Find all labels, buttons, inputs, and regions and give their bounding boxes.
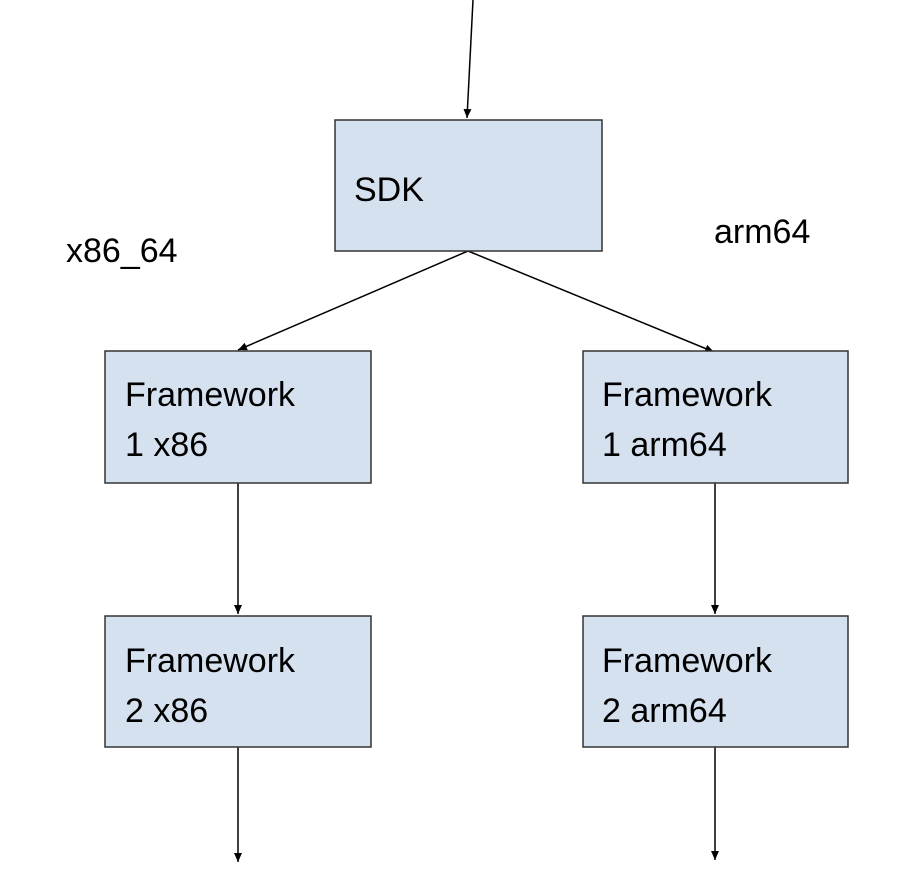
edge-sdk-to-framework-1-arm64	[467, 250, 715, 353]
framework-1-arm64-line2: 1 arm64	[602, 426, 727, 464]
edge-input-to-sdk	[463, 0, 474, 119]
framework-2-arm64-line2: 2 arm64	[602, 692, 727, 730]
framework-2-x86-line1: Framework	[125, 642, 296, 680]
framework-2-arm64-line1: Framework	[602, 642, 773, 680]
framework-2-x86-line2: 2 x86	[125, 692, 208, 730]
framework-1-x86-node: Framework 1 x86	[104, 350, 372, 484]
framework-1-x86-box	[104, 350, 372, 484]
framework-1-x86-line1: Framework	[125, 376, 296, 414]
framework-1-arm64-node: Framework 1 arm64	[582, 350, 849, 484]
sdk-box	[334, 119, 603, 252]
sdk-node: SDK	[334, 119, 603, 252]
framework-1-x86-line2: 1 x86	[125, 426, 208, 464]
framework-2-x86-box	[104, 615, 372, 748]
framework-1-arm64-box	[582, 350, 849, 484]
edge-sdk-to-framework-1-x86	[237, 250, 469, 351]
framework-1-arm64-line1: Framework	[602, 376, 773, 414]
framework-2-x86-node: Framework 2 x86	[104, 615, 372, 748]
framework-2-arm64-box	[582, 615, 849, 748]
framework-2-arm64-node: Framework 2 arm64	[582, 615, 849, 748]
arch-label-arm64: arm64	[714, 213, 810, 251]
arch-label-x86-64: x86_64	[66, 232, 178, 270]
sdk-label: SDK	[354, 171, 424, 209]
